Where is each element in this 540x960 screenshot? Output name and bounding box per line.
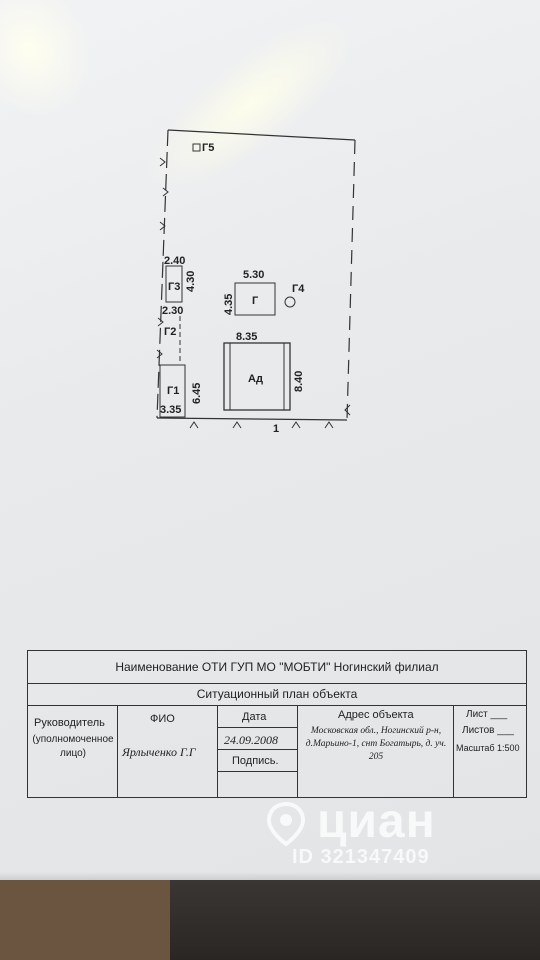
dim-1: 1 — [273, 423, 279, 435]
building-g1 — [159, 364, 186, 418]
boundary-top — [167, 129, 356, 141]
label-g3: Г3 — [168, 281, 180, 293]
address-value: Московская обл., Ногинский р-н, д.Марьин… — [305, 726, 447, 762]
sheet-label: Лист ___ — [466, 709, 508, 720]
head-role-note: (уполномоченное лицо) — [32, 734, 114, 759]
building-g — [234, 282, 276, 316]
cian-logo-icon — [266, 801, 306, 847]
boundary-bottom — [156, 417, 348, 421]
dim-835: 8.35 — [236, 331, 257, 343]
dim-335: 3.35 — [160, 404, 181, 416]
label-g4: Г4 — [292, 283, 305, 295]
site-plan-drawing: Г5 2.40 Г3 4.30 2.30 Г2 Г1 3.35 6.45 5.3… — [156, 129, 356, 435]
dim-435: 4.35 — [223, 294, 235, 315]
g4-marker — [284, 296, 296, 308]
org-name: Наименование ОТИ ГУП МО "МОБТИ" Ногински… — [28, 651, 526, 684]
address-label: Адрес объекта — [338, 709, 414, 721]
fio-label: ФИО — [150, 713, 175, 725]
head-cell: Руководитель (уполномоченное лицо) — [28, 705, 118, 797]
dim-230: 2.30 — [162, 305, 183, 317]
background-surface — [0, 880, 540, 960]
dim-430: 4.30 — [185, 271, 197, 292]
fio-value: Ярлыченко Г.Г — [122, 745, 196, 759]
dim-645: 6.45 — [191, 383, 203, 404]
date-label: Дата — [242, 711, 267, 723]
g5-marker — [192, 143, 201, 152]
date-cell: Дата 24.09.2008 Подпись. — [218, 705, 298, 797]
watermark-id: ID 321347409 — [292, 846, 430, 868]
scale-label: Масштаб 1:500 — [456, 743, 520, 753]
label-ad: Ад — [248, 373, 263, 385]
label-g1: Г1 — [167, 385, 179, 397]
building-ad — [223, 342, 291, 411]
dim-530: 5.30 — [243, 269, 264, 281]
boundary-left — [156, 129, 169, 419]
fio-cell: ФИО Ярлыченко Г.Г — [118, 705, 218, 797]
title-block: Наименование ОТИ ГУП МО "МОБТИ" Ногински… — [27, 650, 527, 798]
document-title: Ситуационный план объекта — [28, 683, 526, 706]
dim-840: 8.40 — [293, 371, 305, 392]
boundary-right — [346, 139, 356, 421]
paper-sheet: Г5 2.40 Г3 4.30 2.30 Г2 Г1 3.35 6.45 5.3… — [0, 0, 540, 892]
label-g: Г — [252, 295, 259, 307]
address-cell: Адрес объекта Московская обл., Ногинский… — [298, 705, 454, 797]
watermark-brand: циан — [317, 795, 436, 848]
dim-240: 2.40 — [164, 255, 185, 267]
label-g2: Г2 — [164, 326, 176, 338]
building-g3 — [165, 265, 183, 303]
sheet-cell: Лист ___ Листов ___ Масштаб 1:500 — [454, 705, 526, 797]
sheets-label: Листов ___ — [462, 725, 514, 736]
date-value: 24.09.2008 — [224, 733, 278, 747]
head-role: Руководитель — [34, 717, 105, 729]
sign-label: Подпись. — [232, 755, 279, 767]
label-g5: Г5 — [202, 142, 214, 154]
